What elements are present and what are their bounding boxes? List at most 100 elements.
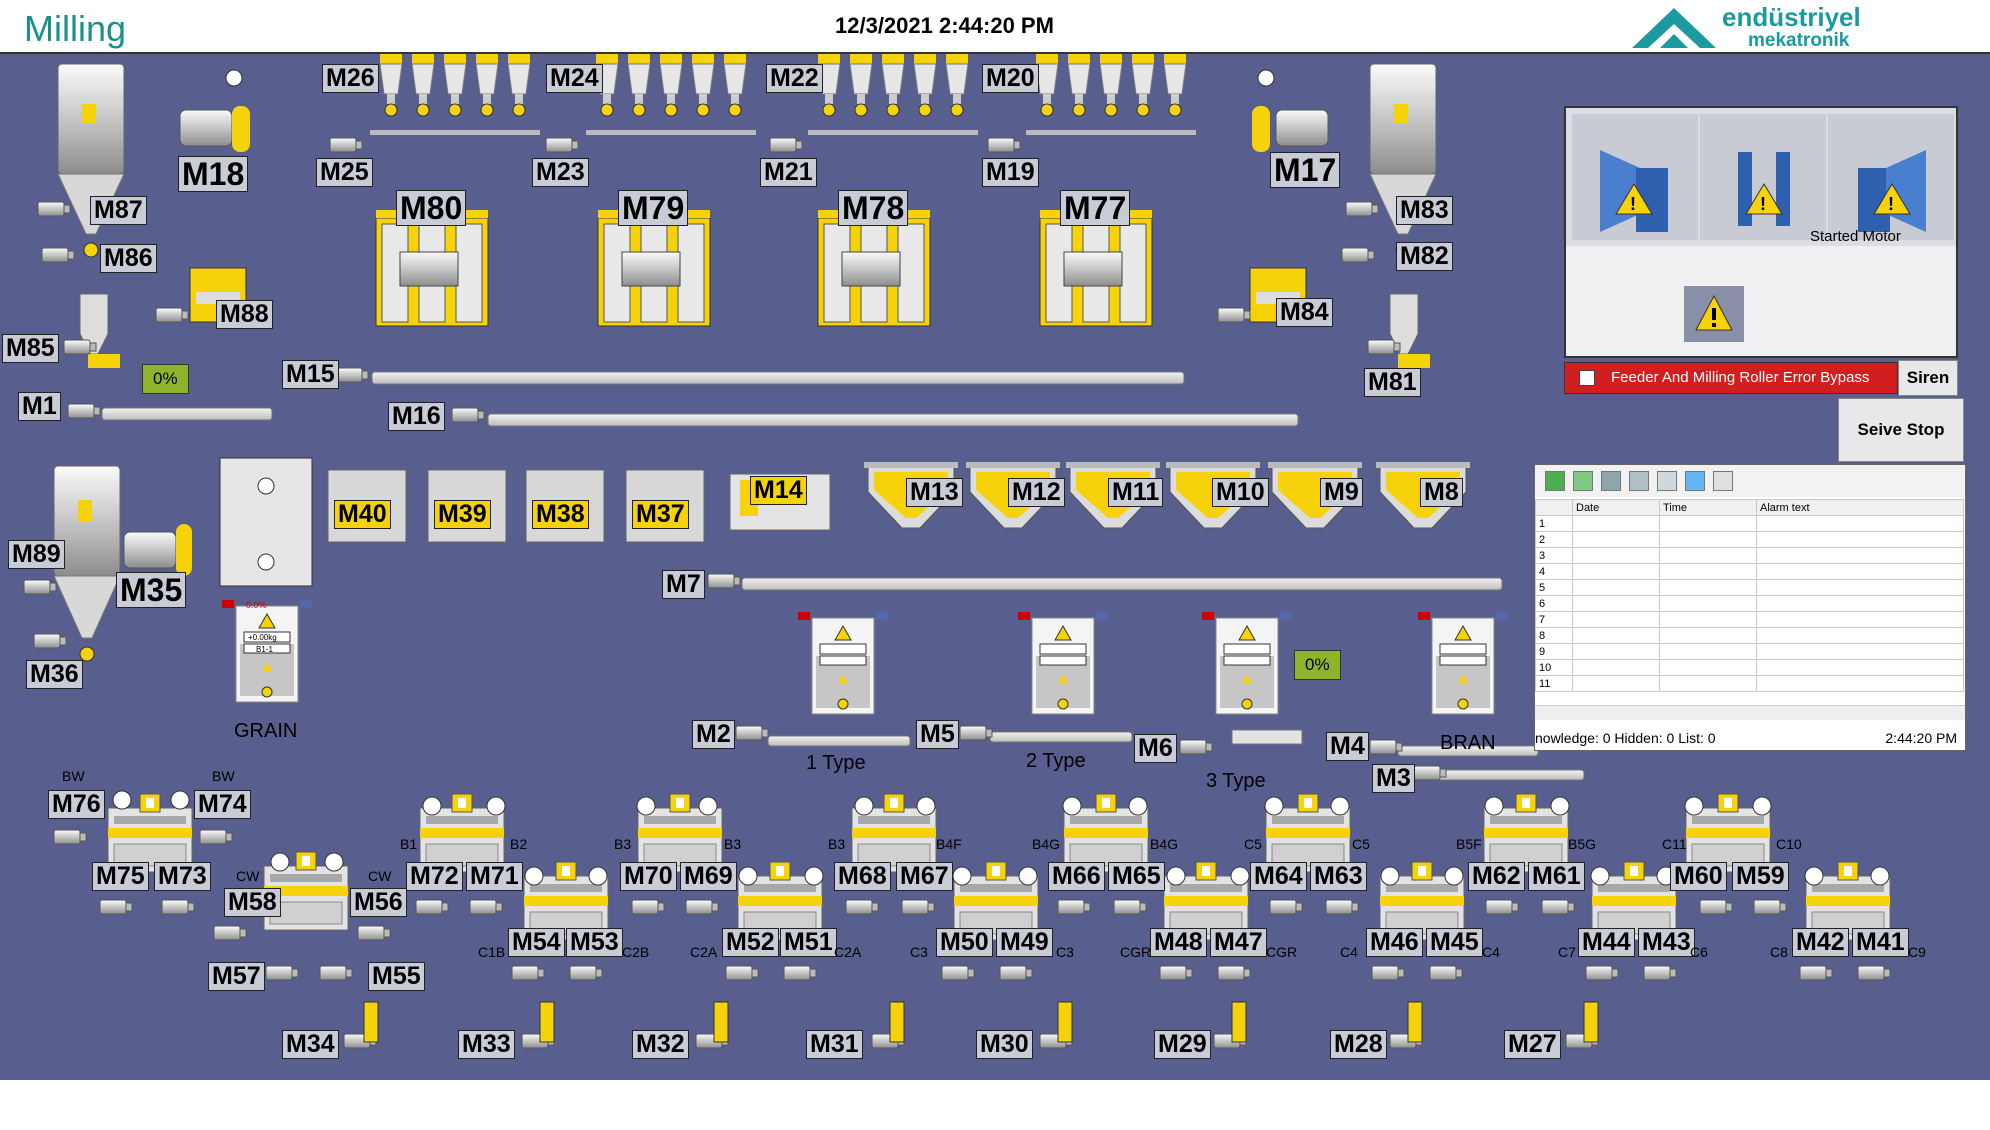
siren-button[interactable]: Siren	[1898, 360, 1958, 396]
motor-label-m89[interactable]: M89	[8, 540, 65, 569]
horizontal-scrollbar[interactable]	[1535, 705, 1965, 720]
table-row[interactable]: 1	[1535, 515, 1964, 532]
table-row[interactable]: 11	[1535, 675, 1964, 692]
motor-label-m42[interactable]: M42	[1792, 928, 1849, 957]
motor-label-m9[interactable]: M9	[1320, 478, 1363, 507]
motor-label-m15[interactable]: M15	[282, 360, 339, 389]
seive-stop-button[interactable]: Seive Stop	[1838, 398, 1964, 462]
motor-label-m48[interactable]: M48	[1150, 928, 1207, 957]
motor-label-m62[interactable]: M62	[1468, 862, 1525, 891]
motor-label-m63[interactable]: M63	[1310, 862, 1367, 891]
unhide-icon[interactable]	[1657, 471, 1677, 491]
motor-label-m44[interactable]: M44	[1578, 928, 1635, 957]
motor-label-m49[interactable]: M49	[996, 928, 1053, 957]
motor-label-m88[interactable]: M88	[216, 300, 273, 329]
motor-label-m53[interactable]: M53	[566, 928, 623, 957]
motor-label-m71[interactable]: M71	[466, 862, 523, 891]
table-row[interactable]: 9	[1535, 643, 1964, 660]
motor-label-m67[interactable]: M67	[896, 862, 953, 891]
motor-label-m21[interactable]: M21	[760, 158, 817, 187]
export-icon[interactable]	[1713, 471, 1733, 491]
motor-label-m6[interactable]: M6	[1134, 734, 1177, 763]
motor-label-m20[interactable]: M20	[982, 64, 1039, 93]
table-row[interactable]: 6	[1535, 595, 1964, 612]
hide-icon[interactable]	[1629, 471, 1649, 491]
motor-label-m30[interactable]: M30	[976, 1030, 1033, 1059]
motor-label-m17[interactable]: M17	[1270, 152, 1341, 188]
motor-label-m69[interactable]: M69	[680, 862, 737, 891]
motor-label-m81[interactable]: M81	[1364, 368, 1421, 397]
motor-status-cell-2[interactable]: !	[1700, 114, 1826, 240]
info-icon[interactable]	[1601, 471, 1621, 491]
motor-label-m45[interactable]: M45	[1426, 928, 1483, 957]
motor-label-m27[interactable]: M27	[1504, 1030, 1561, 1059]
motor-label-m25[interactable]: M25	[316, 158, 373, 187]
table-row[interactable]: 3	[1535, 547, 1964, 564]
motor-label-m61[interactable]: M61	[1528, 862, 1585, 891]
motor-label-m1[interactable]: M1	[18, 392, 61, 421]
motor-label-m3[interactable]: M3	[1372, 764, 1415, 793]
sort-icon[interactable]	[1685, 471, 1705, 491]
motor-label-m54[interactable]: M54	[508, 928, 565, 957]
table-row[interactable]: 10	[1535, 659, 1964, 676]
motor-label-m34[interactable]: M34	[282, 1030, 339, 1059]
motor-label-m40[interactable]: M40	[334, 500, 391, 529]
motor-label-m26[interactable]: M26	[322, 64, 379, 93]
motor-label-m23[interactable]: M23	[532, 158, 589, 187]
motor-status-cell-1[interactable]: !	[1572, 114, 1698, 240]
column-header[interactable]: Alarm text	[1756, 499, 1964, 516]
motor-label-m83[interactable]: M83	[1396, 196, 1453, 225]
motor-label-m78[interactable]: M78	[838, 190, 909, 226]
motor-label-m47[interactable]: M47	[1210, 928, 1267, 957]
motor-label-m59[interactable]: M59	[1732, 862, 1789, 891]
motor-label-m76[interactable]: M76	[48, 790, 105, 819]
motor-status-cell-3[interactable]: !	[1828, 114, 1954, 240]
table-row[interactable]: 5	[1535, 579, 1964, 596]
motor-label-m85[interactable]: M85	[2, 334, 59, 363]
error-bypass-toggle[interactable]: Feeder And Milling Roller Error Bypass	[1564, 362, 1898, 394]
motor-label-m37[interactable]: M37	[632, 500, 689, 529]
motor-label-m56[interactable]: M56	[350, 888, 407, 917]
motor-label-m4[interactable]: M4	[1326, 732, 1369, 761]
siren-icon[interactable]	[1684, 286, 1744, 342]
motor-label-m33[interactable]: M33	[458, 1030, 515, 1059]
motor-label-m43[interactable]: M43	[1638, 928, 1695, 957]
motor-label-m18[interactable]: M18	[178, 156, 249, 192]
motor-label-m31[interactable]: M31	[806, 1030, 863, 1059]
motor-label-m87[interactable]: M87	[90, 196, 147, 225]
motor-label-m84[interactable]: M84	[1276, 298, 1333, 327]
motor-label-m77[interactable]: M77	[1060, 190, 1131, 226]
motor-label-m64[interactable]: M64	[1250, 862, 1307, 891]
motor-label-m24[interactable]: M24	[546, 64, 603, 93]
motor-label-m36[interactable]: M36	[26, 660, 83, 689]
acknowledge-all-icon[interactable]	[1573, 471, 1593, 491]
motor-label-m8[interactable]: M8	[1420, 478, 1463, 507]
motor-label-m7[interactable]: M7	[662, 570, 705, 599]
table-row[interactable]: 8	[1535, 627, 1964, 644]
motor-label-m28[interactable]: M28	[1330, 1030, 1387, 1059]
table-row[interactable]: 2	[1535, 531, 1964, 548]
motor-label-m70[interactable]: M70	[620, 862, 677, 891]
motor-label-m86[interactable]: M86	[100, 244, 157, 273]
motor-label-m5[interactable]: M5	[916, 720, 959, 749]
motor-label-m13[interactable]: M13	[906, 478, 963, 507]
column-header[interactable]: Date	[1572, 499, 1660, 516]
motor-label-m74[interactable]: M74	[194, 790, 251, 819]
motor-label-m2[interactable]: M2	[692, 720, 735, 749]
motor-label-m57[interactable]: M57	[208, 962, 265, 991]
bypass-checkbox[interactable]	[1579, 370, 1595, 386]
motor-label-m68[interactable]: M68	[834, 862, 891, 891]
motor-label-m82[interactable]: M82	[1396, 242, 1453, 271]
motor-label-m35[interactable]: M35	[116, 572, 187, 608]
motor-label-m19[interactable]: M19	[982, 158, 1039, 187]
motor-label-m65[interactable]: M65	[1108, 862, 1165, 891]
motor-label-m46[interactable]: M46	[1366, 928, 1423, 957]
motor-label-m39[interactable]: M39	[434, 500, 491, 529]
acknowledge-icon[interactable]	[1545, 471, 1565, 491]
motor-label-m66[interactable]: M66	[1048, 862, 1105, 891]
motor-label-m29[interactable]: M29	[1154, 1030, 1211, 1059]
motor-label-m51[interactable]: M51	[780, 928, 837, 957]
table-row[interactable]: 7	[1535, 611, 1964, 628]
motor-label-m75[interactable]: M75	[92, 862, 149, 891]
motor-label-m38[interactable]: M38	[532, 500, 589, 529]
